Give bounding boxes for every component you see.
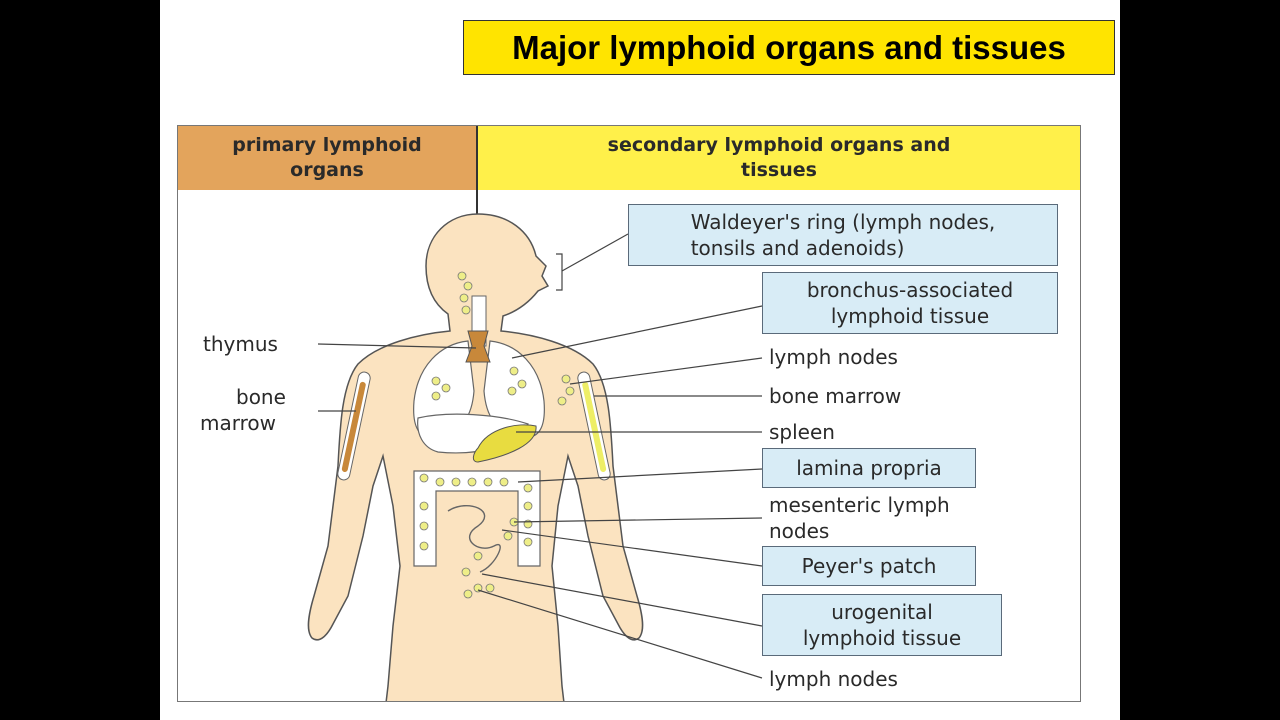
primary-header-text: primary lymphoid organs <box>232 134 422 181</box>
secondary-header-text: secondary lymphoid organs and tissues <box>607 134 951 181</box>
slide-title: Major lymphoid organs and tissues <box>463 20 1115 75</box>
urogenital-box: urogenital lymphoid tissue <box>762 594 1002 656</box>
lamina-propria-label: lamina propria <box>796 456 942 480</box>
mesenteric-label-line2: nodes <box>769 519 830 543</box>
body-illustration <box>307 213 763 701</box>
peyers-patch-box: Peyer's patch <box>762 546 976 586</box>
waldeyers-ring-line2: tonsils and adenoids) <box>690 236 905 260</box>
bone-marrow-right-label: bone marrow <box>769 384 902 408</box>
balt-line1: bronchus-associated <box>806 278 1014 302</box>
spleen-label: spleen <box>769 420 835 444</box>
spleen-organ <box>472 424 537 463</box>
waldeyers-ring-line1: Waldeyer's ring (lymph nodes, <box>690 210 996 234</box>
lamina-propria-box: lamina propria <box>762 448 976 488</box>
bone-marrow-left <box>341 381 366 473</box>
lymph-nodes-upper-label: lymph nodes <box>769 345 898 369</box>
secondary-lymphoid-header: secondary lymphoid organs and tissues <box>478 126 1080 190</box>
urogenital-line2: lymphoid tissue <box>802 626 962 650</box>
leader-lines <box>317 233 763 679</box>
balt-line2: lymphoid tissue <box>830 304 990 328</box>
lymphoid-diagram: primary lymphoid organs secondary lympho… <box>177 125 1081 702</box>
urogenital-line1: urogenital <box>831 600 933 624</box>
bone-marrow-label-line1: bone <box>236 385 286 409</box>
mesenteric-label-line1: mesenteric lymph <box>769 493 950 517</box>
bone-marrow-right <box>582 381 607 473</box>
peyers-patch-label: Peyer's patch <box>801 554 937 578</box>
thymus-organ <box>465 330 491 363</box>
waldeyers-ring-box: Waldeyer's ring (lymph nodes, tonsils an… <box>628 204 1058 266</box>
balt-box: bronchus-associated lymphoid tissue <box>762 272 1058 334</box>
thymus-label: thymus <box>203 332 278 356</box>
bone-marrow-label-line2: marrow <box>200 411 276 435</box>
primary-lymphoid-header: primary lymphoid organs <box>178 126 476 190</box>
small-intestine <box>447 504 501 573</box>
lymph-nodes-lower-label: lymph nodes <box>769 667 898 691</box>
